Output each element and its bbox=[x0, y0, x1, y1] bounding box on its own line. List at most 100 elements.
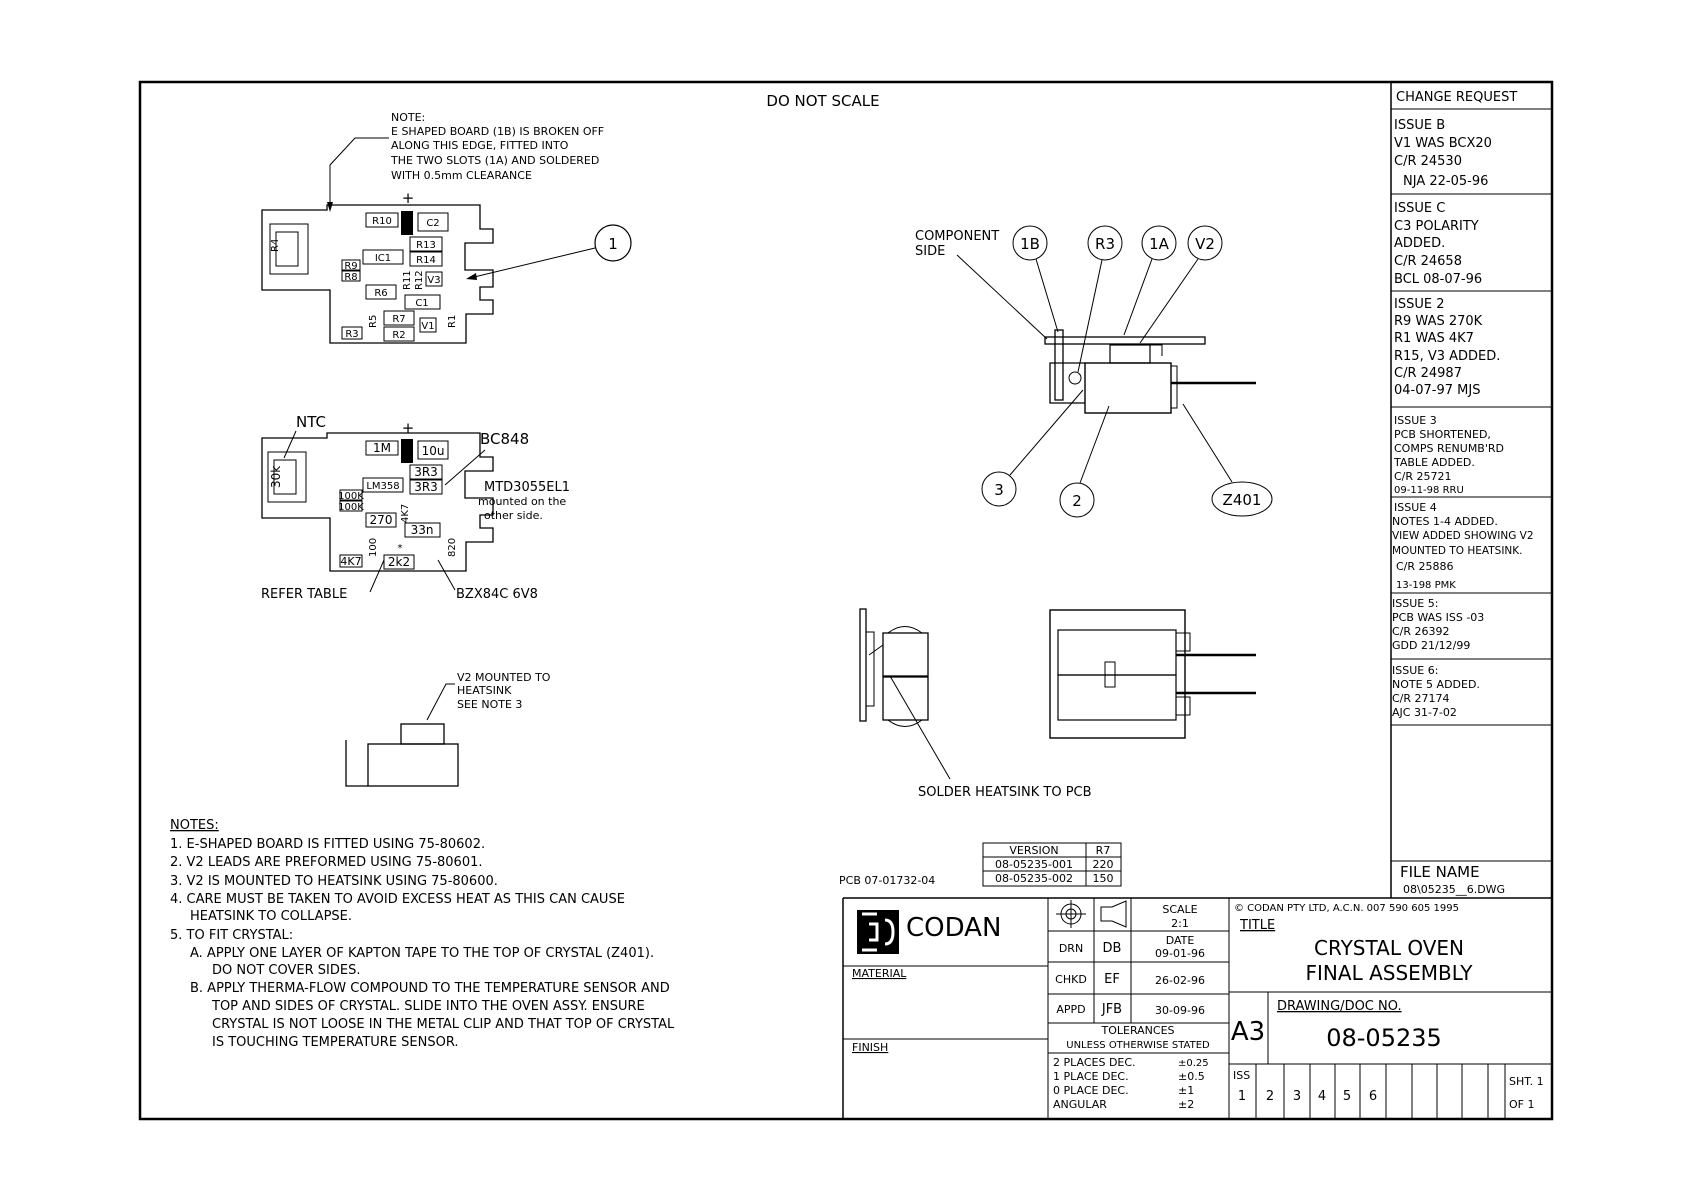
heatsink-body bbox=[367, 743, 459, 787]
issue-2-line: 04-07-97 MJS bbox=[1394, 383, 1480, 398]
company-name: CODAN bbox=[906, 913, 1001, 943]
scale-label: SCALE bbox=[1162, 903, 1197, 916]
label-r6: R6 bbox=[374, 288, 387, 299]
chkd-by: EF bbox=[1104, 972, 1120, 987]
version-header: VERSION bbox=[1009, 844, 1058, 857]
comp-r14 bbox=[409, 251, 443, 267]
tol-label: 1 PLACE DEC. bbox=[1053, 1070, 1129, 1083]
issue-3-line: C/R 25721 bbox=[1394, 470, 1452, 483]
note-arrow bbox=[327, 202, 333, 212]
label-ic1: IC1 bbox=[375, 253, 391, 264]
scale-value: 2:1 bbox=[1171, 917, 1189, 930]
tol-value: ±0.25 bbox=[1178, 1058, 1209, 1069]
label-r13: R13 bbox=[416, 240, 436, 251]
issue-c-line: BCL 08-07-96 bbox=[1394, 272, 1482, 287]
component-side-leader bbox=[956, 254, 1048, 340]
label-c1: C1 bbox=[415, 298, 428, 309]
connector-outline bbox=[269, 223, 309, 275]
iss-number: 2 bbox=[1266, 1089, 1274, 1104]
v2-heatsink-detail: V2 MOUNTED TO HEATSINK SEE NOTE 3 bbox=[345, 671, 551, 787]
pcb-outline bbox=[261, 204, 494, 344]
label-4k7: 4K7 bbox=[340, 555, 361, 568]
note-5b: B. APPLY THERMA-FLOW COMPOUND TO THE TEM… bbox=[190, 981, 670, 996]
chkd-label: CHKD bbox=[1055, 973, 1087, 986]
notes-block: NOTES: 1. E-SHAPED BOARD IS FITTED USING… bbox=[170, 818, 675, 1050]
title-block: CODAN MATERIAL FINISH SCALE 2:1 DRN DB D… bbox=[842, 897, 1552, 1119]
issue-4-line: 13-198 PMK bbox=[1396, 580, 1456, 591]
label-100: 100 bbox=[368, 538, 379, 557]
mtd-label: other side. bbox=[484, 509, 543, 522]
leader-1b bbox=[1035, 258, 1059, 333]
iss-number: 5 bbox=[1343, 1089, 1351, 1104]
callout-label-2: 2 bbox=[1072, 492, 1082, 510]
callout-label-1: 1 bbox=[608, 235, 618, 253]
callout-label-1a: 1A bbox=[1149, 235, 1170, 253]
callout-circle-z401 bbox=[1211, 481, 1273, 517]
callout-circle-1 bbox=[594, 224, 632, 262]
clip-side bbox=[1049, 362, 1085, 404]
side-view: COMPONENT SIDE 1B R3 1A V2 3 2 Z401 bbox=[915, 225, 1273, 518]
label-2k2: 2k2 bbox=[388, 555, 410, 569]
label-r3: R3 bbox=[345, 329, 358, 340]
note-line: WITH 0.5mm CLEARANCE bbox=[391, 169, 532, 182]
comp-v3 bbox=[425, 271, 443, 287]
label-3r3a: 3R3 bbox=[414, 465, 438, 479]
comp-r8 bbox=[341, 270, 361, 282]
issue-3-line: ISSUE 3 bbox=[1394, 414, 1437, 427]
ntc-leader bbox=[283, 430, 297, 459]
v2-note-leader bbox=[426, 683, 455, 721]
comp-r6 bbox=[365, 284, 397, 300]
label-33n: 33n bbox=[411, 523, 434, 537]
board1-components: R10 C2 R4 R13 IC1 R14 R9 R8 R11 R12 V3 R… bbox=[270, 212, 458, 342]
label-100k-b: 100K bbox=[338, 502, 364, 513]
v2-note-line: V2 MOUNTED TO bbox=[457, 671, 551, 684]
sheet-number: SHT. 1 bbox=[1509, 1075, 1544, 1088]
tolerances-label: TOLERANCES bbox=[1100, 1024, 1174, 1037]
do-not-scale: DO NOT SCALE bbox=[766, 92, 879, 110]
heatsink-clip-top bbox=[887, 626, 923, 634]
unless-label: UNLESS OTHERWISE STATED bbox=[1066, 1040, 1210, 1051]
crystal-top-upper bbox=[1057, 629, 1177, 676]
callout-label-z401: Z401 bbox=[1223, 491, 1262, 509]
note-5a: A. APPLY ONE LAYER OF KAPTON TAPE TO THE… bbox=[190, 946, 654, 961]
issue-4-line: C/R 25886 bbox=[1396, 560, 1454, 573]
issue-2-line: ISSUE 2 bbox=[1394, 297, 1444, 312]
pcb-mount-view bbox=[865, 631, 875, 707]
label-r9: R9 bbox=[344, 261, 357, 272]
appd-label: APPD bbox=[1056, 1003, 1085, 1016]
issue-2-line: R1 WAS 4K7 bbox=[1394, 331, 1474, 346]
label-1m: 1M bbox=[373, 441, 391, 455]
note-line: ALONG THIS EDGE, FITTED INTO bbox=[391, 139, 569, 152]
mtd-label: MTD3055EL1 bbox=[484, 480, 570, 495]
ntc-inner bbox=[273, 459, 297, 495]
comp-2k2 bbox=[383, 554, 415, 570]
label-10u: 10u bbox=[422, 444, 445, 458]
crystal-oven-side bbox=[1084, 362, 1172, 414]
finish-label: FINISH bbox=[852, 1041, 888, 1054]
label-r1: R1 bbox=[447, 315, 458, 328]
label-30k: 30k bbox=[269, 466, 283, 488]
tol-label: 2 PLACES DEC. bbox=[1053, 1056, 1136, 1069]
comp-v1 bbox=[419, 317, 437, 333]
v2-end-lower bbox=[882, 676, 929, 721]
iss-number: 3 bbox=[1293, 1089, 1301, 1104]
iss-number: 6 bbox=[1369, 1089, 1377, 1104]
component-side-label: SIDE bbox=[915, 244, 945, 259]
heatsink-views: SOLDER HEATSINK TO PCB bbox=[859, 608, 1256, 800]
comp-270 bbox=[365, 512, 397, 528]
tab-bottom bbox=[1175, 696, 1191, 716]
sheet-size: A3 bbox=[1231, 1017, 1265, 1047]
issue-5-line: GDD 21/12/99 bbox=[1392, 639, 1470, 652]
crystal-cap-side bbox=[1170, 365, 1178, 409]
drawing-number: 08-05235 bbox=[1326, 1024, 1442, 1052]
issue-6-line: ISSUE 6: bbox=[1392, 664, 1438, 677]
note-line: NOTE: bbox=[391, 111, 425, 124]
label-r11: R11 bbox=[402, 270, 413, 290]
bc848-leader bbox=[444, 449, 486, 486]
issue-5-line: C/R 26392 bbox=[1392, 625, 1450, 638]
label-r2: R2 bbox=[392, 330, 405, 341]
file-name-value: 08\05235__6.DWG bbox=[1403, 883, 1505, 896]
label-r12: R12 bbox=[414, 270, 425, 290]
issue-5-line: PCB WAS ISS -03 bbox=[1392, 611, 1484, 624]
